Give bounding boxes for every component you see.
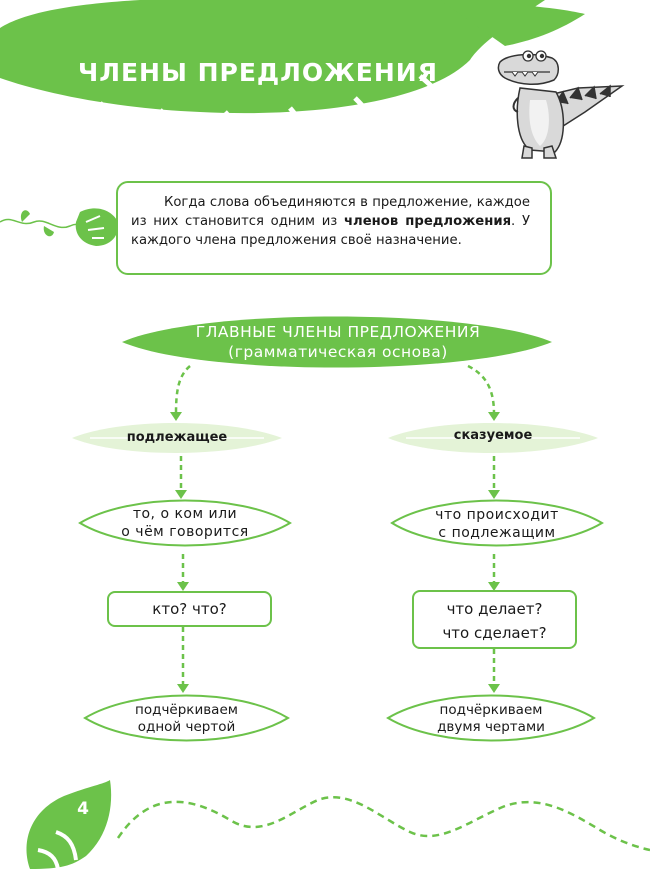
subject-questions-box: кто? что? <box>107 591 272 627</box>
connector-lines <box>174 364 496 686</box>
intro-text-start: Когда слова объединяются в предложение, … <box>131 195 530 229</box>
subject-underline-rule: подчёркиваем одной чертой <box>85 702 288 736</box>
page-title: ЧЛЕНЫ ПРЕДЛОЖЕНИЯ <box>78 58 438 87</box>
intro-box: Когда слова объединяются в предложение, … <box>116 181 552 275</box>
page-number: 4 <box>77 799 89 819</box>
predicate-questions-box: что делает? что сделает? <box>412 590 577 649</box>
subject-meaning-line2: о чём говорится <box>121 524 249 540</box>
subject-label: подлежащее <box>126 430 228 445</box>
subject-questions: кто? что? <box>152 600 227 618</box>
root-title: ГЛАВНЫЕ ЧЛЕНЫ ПРЕДЛОЖЕНИЯ <box>195 323 481 341</box>
predicate-underline-line1: подчёркиваем <box>439 702 543 718</box>
footer-dashed-trail <box>116 796 650 852</box>
connector-arrows <box>170 412 500 693</box>
subject-meaning-line1: то, о ком или <box>132 506 238 522</box>
subject-underline-line1: подчёркиваем <box>135 702 238 718</box>
predicate-question-1: что делает? <box>446 600 543 618</box>
intro-text-end: . У каждого члена предложения своё назна… <box>131 214 530 248</box>
footer-leaf <box>26 780 112 869</box>
subject-underline-line2: одной чертой <box>137 719 236 735</box>
category-leaves <box>72 423 598 453</box>
predicate-underline-line2: двумя чертами <box>437 719 545 735</box>
predicate-meaning-line2: с подлежащим <box>438 525 556 541</box>
subject-meaning: то, о ком или о чём говорится <box>80 505 290 541</box>
predicate-meaning: что происходит с подлежащим <box>392 506 602 542</box>
root-subtitle: (грамматическая основа) <box>228 343 448 361</box>
outlined-leaves <box>78 499 604 742</box>
intro-term: членов предложения <box>344 214 512 229</box>
predicate-meaning-line1: что происходит <box>435 507 559 523</box>
predicate-question-2: что сделает? <box>442 624 547 642</box>
predicate-label: сказуемое <box>453 428 533 443</box>
dinosaur-illustration <box>497 50 625 159</box>
vine-decoration <box>0 208 119 246</box>
root-banner: ГЛАВНЫЕ ЧЛЕНЫ ПРЕДЛОЖЕНИЯ (грамматическа… <box>130 322 546 362</box>
header-leaf <box>0 0 585 148</box>
root-banner-leaf <box>122 316 552 368</box>
predicate-underline-rule: подчёркиваем двумя чертами <box>388 702 594 736</box>
